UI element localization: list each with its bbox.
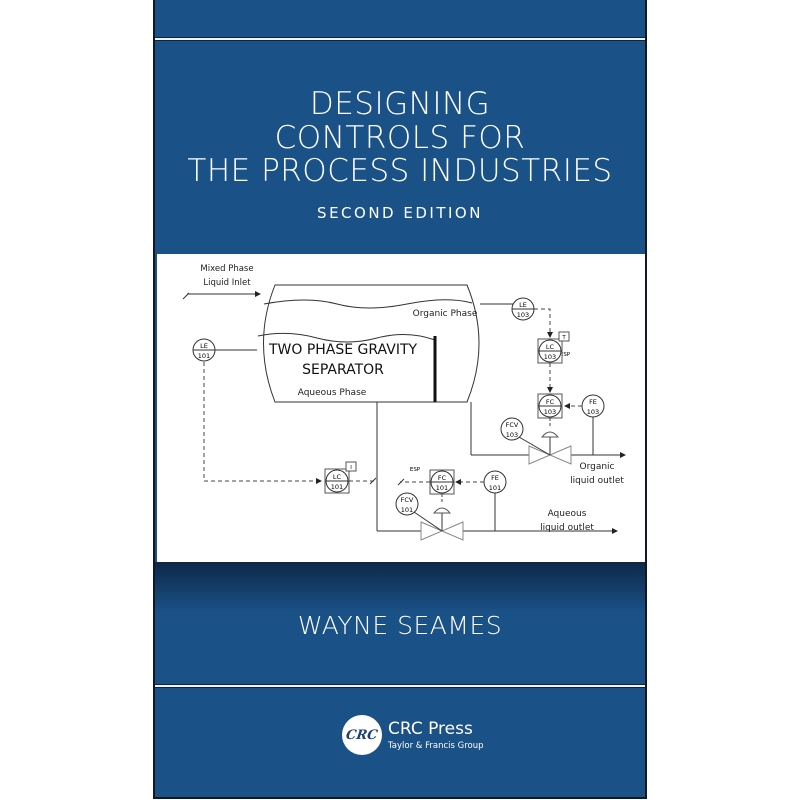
publisher-name: CRC Press — [388, 719, 473, 739]
svg-text:103: 103 — [506, 431, 518, 439]
svg-text:LE: LE — [200, 342, 208, 350]
process-diagram: Mixed Phase Liquid Inlet TWO PHASE GRAVI… — [157, 254, 645, 562]
svg-text:Organic Phase: Organic Phase — [413, 309, 478, 319]
crc-logo-icon: CRC — [342, 715, 382, 755]
svg-text:ESP: ESP — [410, 467, 421, 473]
svg-text:liquid outlet: liquid outlet — [570, 476, 624, 486]
separator-vessel — [263, 284, 480, 403]
book-cover: DESIGNING CONTROLS FOR THE PROCESS INDUS… — [153, 0, 647, 799]
title-line-1: DESIGNING — [309, 86, 491, 122]
svg-text:103: 103 — [544, 408, 556, 416]
svg-text:103: 103 — [587, 408, 599, 416]
svg-text:101: 101 — [436, 484, 448, 492]
publisher-group: Taylor & Francis Group — [388, 741, 484, 751]
svg-text:I: I — [350, 465, 352, 471]
svg-text:ESP: ESP — [560, 352, 571, 358]
svg-text:LC: LC — [546, 343, 555, 351]
title-line-3: THE PROCESS INDUSTRIES — [187, 153, 613, 189]
svg-text:FE: FE — [491, 474, 499, 482]
svg-text:LC: LC — [333, 473, 342, 481]
svg-text:liquid outlet: liquid outlet — [540, 523, 594, 533]
svg-text:FCV: FCV — [506, 421, 519, 429]
svg-text:Mixed Phase: Mixed Phase — [200, 264, 253, 274]
svg-text:Liquid Inlet: Liquid Inlet — [203, 278, 251, 288]
svg-text:TWO PHASE GRAVITY: TWO PHASE GRAVITY — [268, 342, 418, 358]
svg-text:FC: FC — [546, 398, 555, 406]
svg-text:T: T — [561, 335, 566, 341]
svg-text:101: 101 — [198, 352, 210, 360]
svg-text:101: 101 — [401, 506, 413, 514]
author-name: WAYNE SEAMES — [297, 611, 503, 640]
svg-text:FCV: FCV — [401, 496, 414, 504]
svg-text:103: 103 — [544, 353, 556, 361]
svg-text:101: 101 — [489, 484, 501, 492]
top-rule — [155, 37, 645, 41]
svg-text:SEPARATOR: SEPARATOR — [302, 362, 384, 378]
svg-text:Aqueous: Aqueous — [548, 509, 587, 519]
svg-text:103: 103 — [517, 311, 529, 319]
svg-text:LE: LE — [519, 301, 527, 309]
svg-text:FE: FE — [589, 398, 597, 406]
svg-text:FC: FC — [438, 474, 447, 482]
svg-text:Aqueous Phase: Aqueous Phase — [298, 388, 367, 398]
svg-text:Organic: Organic — [579, 462, 614, 472]
svg-text:101: 101 — [331, 483, 343, 491]
bottom-rule — [155, 684, 645, 688]
edition-label: SECOND EDITION — [317, 204, 483, 222]
shadow-band — [155, 562, 645, 612]
title-line-2: CONTROLS FOR — [274, 120, 526, 156]
